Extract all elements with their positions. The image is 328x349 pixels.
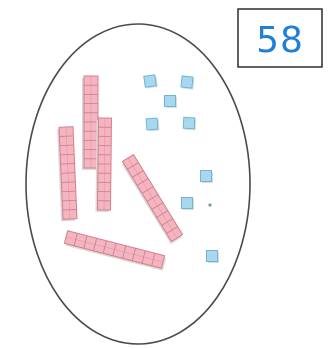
ones-cube-body <box>207 251 218 262</box>
ones-cube <box>201 171 214 184</box>
ones-cube-body <box>181 76 193 88</box>
ones-cube <box>207 251 220 264</box>
ones-cube <box>146 118 159 131</box>
ones-cube <box>183 117 196 130</box>
tens-rod-center-line <box>128 158 177 238</box>
ones-cube <box>165 96 178 109</box>
ones-cube-body <box>201 171 212 182</box>
tens-rod <box>95 118 111 212</box>
ones-cube <box>181 76 195 90</box>
answer-box: 58 <box>238 9 322 67</box>
ones-cube-body <box>165 96 176 107</box>
ones-cube-body <box>146 118 158 130</box>
tens-rod <box>121 155 184 245</box>
tens-rod <box>82 76 98 170</box>
ones-cube <box>144 75 158 89</box>
tens-rod <box>57 127 77 222</box>
ones-cube-body <box>144 75 156 87</box>
tens-rod <box>64 231 167 271</box>
ones-cube-body <box>182 198 193 209</box>
ones-cube <box>182 198 195 211</box>
stray-dot <box>208 203 211 206</box>
ones-cube-body <box>183 117 195 129</box>
answer-box-value: 58 <box>256 20 304 61</box>
